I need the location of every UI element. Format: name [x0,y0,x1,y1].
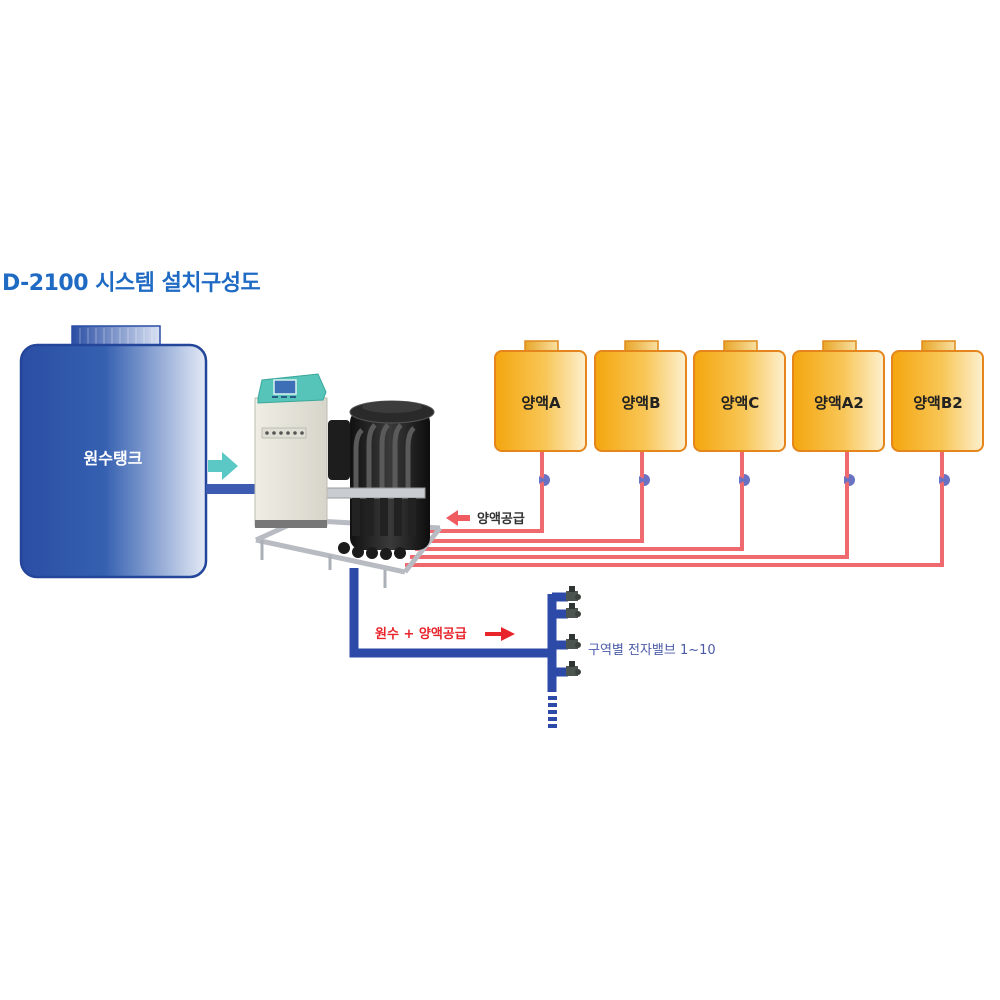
source-pipe [206,484,256,494]
hand-valve-handle-icon [944,474,950,486]
nutrient-supply-arrow-icon [446,510,470,526]
hand-valve-handle-icon [744,474,750,486]
nutrient-pipes [405,452,944,567]
tank-cap [71,325,161,347]
pipe-nutrient-b2 [405,452,944,567]
hand-valve-handle-icon [644,474,650,486]
nutrient-tank-label: 양액A2 [814,394,864,412]
hand-valve-icon [844,476,850,484]
hand-valve-handle-icon [849,474,855,486]
pipe-continuation-dashes [548,696,557,728]
zone-valves-label: 구역별 전자밸브 1~10 [588,643,716,658]
pipe-nutrient-a2 [410,452,849,559]
solenoid-valve-icon [566,603,581,618]
mixed-supply-pipe [349,568,568,692]
tank-body [594,350,687,452]
tank-body [792,350,885,452]
hand-valve-icon [639,476,645,484]
solenoid-valve-icon [566,661,581,676]
hand-valve-handle-icon [544,474,550,486]
hand-valve-icon [939,476,945,484]
tank-body [494,350,587,452]
mixed-supply-label: 원수 + 양액공급 [375,627,467,642]
solenoid-valve-icon [566,634,581,649]
zone-valves [566,586,581,676]
nutrient-tank: 양액B2 [891,340,984,486]
nutrient-tank-label: 양액C [721,394,760,412]
pipe-nutrient-c [415,452,744,551]
nutrient-tank: 양액C [693,340,786,486]
lcd-screen [273,379,297,395]
nutrient-tank: 양액B [594,340,687,486]
hand-valve-icon [739,476,745,484]
control-cabinet [254,397,328,527]
tank-body [693,350,786,452]
nutrient-tank-label: 양액B2 [913,394,962,412]
page-title: D-2100 시스템 설치구성도 [2,271,261,296]
controller-unit [254,373,442,588]
tank-body [19,343,208,579]
nutrient-tank: 양액A [494,340,587,486]
nutrient-supply-label: 양액공급 [477,512,525,527]
nutrient-tank: 양액A2 [792,340,885,486]
nutrient-tank-label: 양액A [521,394,561,412]
nutrient-tank-label: 양액B [621,394,660,412]
solenoid-valve-icon [566,586,581,601]
source-tank-label: 원수탱크 [84,449,143,468]
pipe-nutrient-b [420,452,644,543]
tank-body [891,350,984,452]
source-water-tank: 원수탱크 [19,325,208,579]
mixed-supply-arrow-icon [485,627,515,641]
inflow-arrow-icon [208,452,238,480]
hand-valve-icon [539,476,545,484]
